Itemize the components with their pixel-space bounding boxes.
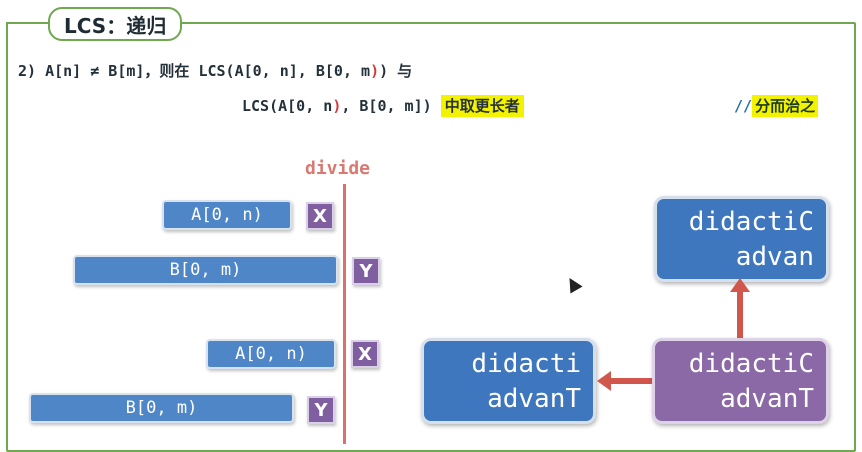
lcs-expr-2: LCS(A[0, n <box>242 97 333 115</box>
slide-title: LCS：递归 <box>48 7 183 41</box>
lcs-expr-1: LCS(A[0, n], B[0, m <box>198 62 371 80</box>
condition-line: 2) A[n] ≠ B[m]，则在 LCS(A[0, n], B[0, m)) … <box>18 60 412 81</box>
tag-x-2: X <box>351 340 379 368</box>
lcs-result-box-left: didacti advanT <box>421 338 596 424</box>
sequence-bar-b-2: B[0, m) <box>29 393 294 423</box>
sequence-bar-b-1: B[0, m) <box>73 255 338 285</box>
lcs-expr-1-close: ) <box>379 62 389 80</box>
sequence-bar-a-2: A[0, n) <box>206 339 336 369</box>
divide-label: divide <box>305 158 371 179</box>
arrow-up-head <box>730 278 750 292</box>
result-line: LCS(A[0, n), B[0, m]) 中取更长者 <box>242 95 524 117</box>
box-right-line2: advanT <box>720 384 814 414</box>
box-left-line2: advanT <box>487 384 581 414</box>
box-top-line1: didactiC <box>688 207 814 237</box>
lcs-expr-2-open-bracket: ) <box>332 97 342 115</box>
arrow-left-head <box>597 371 611 391</box>
box-top-line2: advan <box>735 242 814 272</box>
comment-text: 分而治之 <box>752 95 819 117</box>
tag-y-2: Y <box>307 396 335 424</box>
frame-top-left-edge <box>6 22 48 24</box>
lcs-expr-1-open-bracket: ) <box>370 62 380 80</box>
lcs-result-box-right: didactiC advanT <box>652 338 829 424</box>
arrow-left <box>611 378 653 384</box>
tag-x-1: X <box>306 202 334 230</box>
tag-y-1: Y <box>352 257 380 285</box>
lcs-result-box-top: didactiC advan <box>654 196 829 282</box>
divide-line <box>343 184 346 444</box>
lcs-expr-2-rest: , B[0, m]) <box>341 97 432 115</box>
slide-title-text: LCS：递归 <box>64 13 167 38</box>
comment-slashes: // <box>734 97 753 115</box>
take-longer-highlight: 中取更长者 <box>440 95 524 117</box>
box-right-line1: didactiC <box>688 349 814 379</box>
condition-prefix: 2) A[n] ≠ B[m]，则在 <box>18 62 199 80</box>
condition-suffix: 与 <box>388 62 413 80</box>
box-left-line1: didacti <box>471 349 581 379</box>
arrow-up <box>737 286 743 338</box>
divide-conquer-comment: //分而治之 <box>734 95 819 117</box>
sequence-bar-a-1: A[0, n) <box>162 200 292 230</box>
